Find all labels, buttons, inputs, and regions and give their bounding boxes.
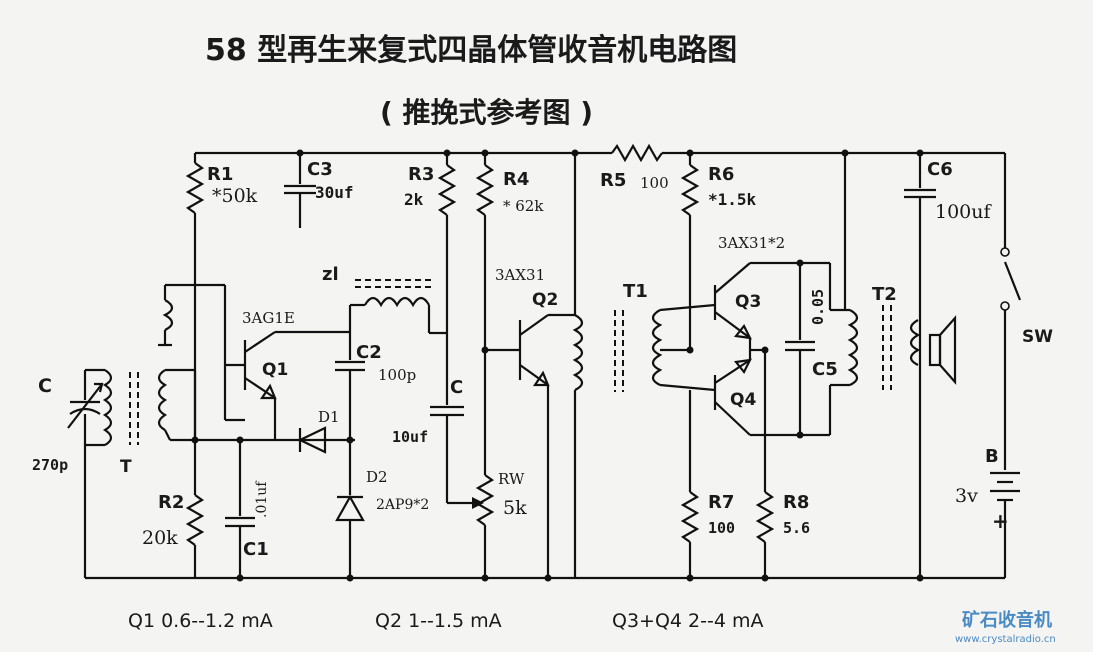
label-r2-value: 20k	[142, 527, 178, 549]
label-sw: SW	[1022, 327, 1053, 347]
label-c-0-05: 0.05	[809, 289, 827, 325]
rf-choke-zl	[305, 279, 447, 360]
current-q34: Q3+Q4 2--4 mA	[612, 610, 763, 632]
top-rail	[195, 151, 1007, 248]
label-r8-value: 5.6	[783, 519, 810, 537]
resistor-r7	[680, 390, 700, 578]
diode-d1	[297, 426, 327, 454]
label-r5: R5	[600, 170, 626, 191]
resistor-r6	[680, 153, 700, 305]
label-q34-type: 3AX31*2	[718, 234, 785, 252]
feedback-coil	[158, 283, 225, 347]
resistor-r4	[475, 153, 495, 475]
label-c6-value: 100uf	[935, 201, 993, 223]
diagram-title: 58 型再生来复式四晶体管收音机电路图	[205, 33, 737, 68]
label-r3-value: 2k	[404, 190, 424, 209]
label-q2: Q2	[532, 290, 558, 310]
label-q4: Q4	[730, 390, 756, 410]
label-c5: C5	[812, 359, 838, 380]
label-t1: T1	[623, 281, 648, 302]
label-r1-value: *50k	[212, 185, 258, 207]
resistor-r1	[185, 153, 205, 285]
junction-dots	[191, 149, 924, 582]
label-c3: C3	[307, 159, 333, 180]
potentiometer-rw	[475, 474, 495, 578]
label-d2-type: 2AP9*2	[376, 497, 429, 513]
label-t: T	[120, 457, 132, 477]
label-r1: R1	[207, 164, 233, 185]
label-r2: R2	[158, 492, 184, 513]
current-q1: Q1 0.6--1.2 mA	[128, 610, 273, 632]
diagram-subtitle: ( 推挽式参考图 )	[380, 96, 593, 129]
label-r3: R3	[408, 164, 434, 185]
resistor-r2	[185, 440, 205, 578]
label-b-value: 3v	[955, 485, 978, 507]
label-r7: R7	[708, 492, 734, 513]
label-r6-value: *1.5k	[708, 190, 757, 209]
label-zl: zl	[322, 264, 339, 285]
label-c3-value: 30uf	[315, 183, 354, 202]
capacitor-0-05	[785, 261, 830, 437]
label-d1: D1	[318, 408, 340, 426]
label-r5-value: 100	[640, 174, 669, 192]
capacitor-c1	[225, 440, 255, 578]
tuning-capacitor	[67, 368, 105, 578]
label-q3: Q3	[735, 292, 761, 312]
label-c6: C6	[927, 159, 953, 180]
transformer-t1	[572, 153, 716, 578]
label-c-tune-value: 270p	[32, 456, 68, 474]
transistor-q1	[193, 285, 305, 440]
capacitor-c2	[335, 360, 365, 440]
label-r8: R8	[783, 492, 809, 513]
label-q2-type: 3AX31	[495, 266, 545, 284]
label-c-coupling: C	[450, 377, 463, 398]
transformer-t2	[828, 153, 921, 435]
resistor-r3	[437, 153, 457, 405]
resistor-r5	[611, 143, 663, 163]
label-c2-value: 100p	[378, 366, 416, 384]
label-rw: RW	[498, 470, 525, 488]
watermark-url: www.crystalradio.cn	[955, 634, 1056, 645]
label-c2: C2	[356, 342, 382, 363]
label-r7-value: 100	[708, 519, 735, 537]
switch-sw	[1000, 247, 1022, 470]
watermark-logo: 矿石收音机	[962, 609, 1052, 631]
transistor-q2	[485, 313, 575, 578]
capacitor-c3	[284, 153, 316, 228]
battery-b: +	[990, 471, 1020, 533]
label-q1-type: 3AG1E	[242, 309, 295, 327]
capacitor-c6	[904, 153, 936, 578]
label-c-coupling-value: 10uf	[392, 428, 428, 446]
transistor-q3	[713, 261, 800, 350]
label-c1-value: .01uf	[254, 480, 270, 518]
capacitor-coupling	[430, 405, 484, 509]
label-t2: T2	[872, 284, 897, 305]
label-c1: C1	[243, 539, 269, 560]
label-rw-value: 5k	[503, 497, 527, 519]
label-q1: Q1	[262, 360, 288, 380]
svg-text:+: +	[992, 509, 1009, 533]
resistor-r8	[755, 350, 775, 578]
label-r6: R6	[708, 164, 734, 185]
label-c-tune: C	[38, 375, 52, 397]
label-d2: D2	[366, 468, 388, 486]
bottom-rail	[85, 530, 1007, 580]
speaker-icon	[928, 315, 957, 385]
label-b: B	[985, 446, 999, 467]
label-r4: R4	[503, 169, 529, 190]
current-q2: Q2 1--1.5 mA	[375, 610, 502, 632]
diode-d2	[335, 440, 365, 578]
transistor-q4	[713, 348, 800, 437]
label-r4-value: * 62k	[503, 197, 544, 215]
